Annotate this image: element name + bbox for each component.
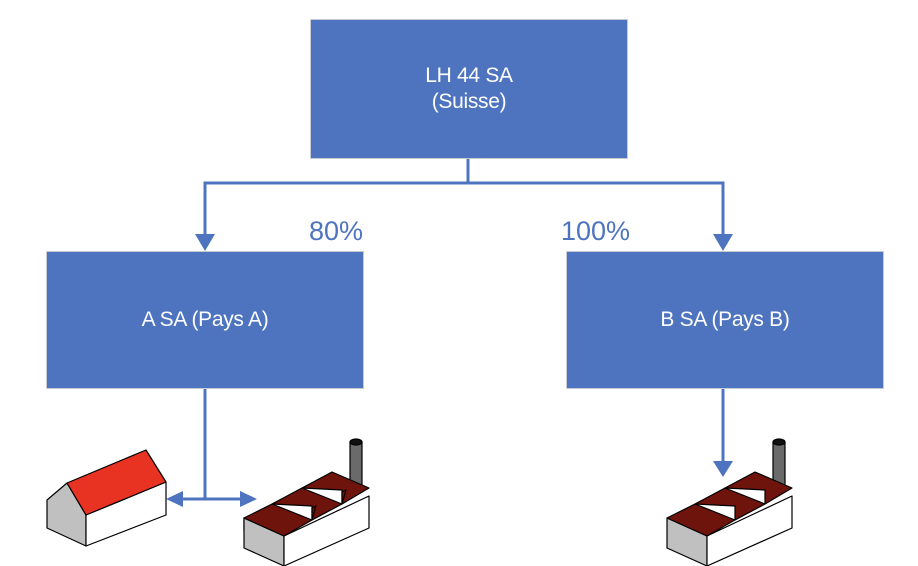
subsidiary-b-label: B SA (Pays B) — [660, 308, 790, 331]
house-icon — [46, 449, 167, 547]
subsidiary-b-box: B SA (Pays B) — [566, 251, 884, 389]
arrowhead-to-house — [166, 491, 183, 507]
arrowhead-to-a — [195, 234, 215, 251]
arrowhead-to-b — [713, 234, 733, 251]
ownership-b-label: 100% — [561, 216, 631, 246]
ownership-a-label: 80% — [309, 216, 364, 246]
arrowhead-to-factory-a — [240, 491, 257, 507]
parent-company-box: LH 44 SA (Suisse) — [310, 19, 628, 159]
factory-icon — [666, 438, 793, 566]
arrowhead-to-factory-b — [713, 461, 733, 477]
factory-icon — [243, 438, 370, 566]
subsidiary-a-box: A SA (Pays A) — [46, 251, 364, 389]
subsidiary-a-label: A SA (Pays A) — [141, 308, 269, 331]
parent-company-name: LH 44 SA — [425, 64, 513, 87]
connector-to-b — [468, 181, 725, 236]
connector-to-a — [203, 181, 468, 236]
parent-company-country: (Suisse) — [431, 90, 507, 113]
